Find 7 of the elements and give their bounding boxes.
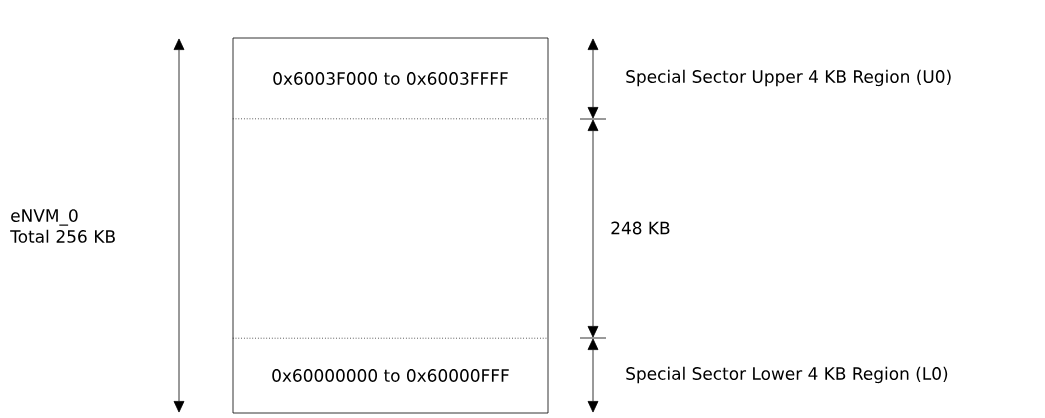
dimension-label: Special Sector Lower 4 KB Region (L0) [626,366,948,384]
dimension-label: Special Sector Upper 4 KB Region (U0) [626,69,951,87]
memory-region: 0x6003F000 to 0x6003FFFF [273,72,508,85]
dimension-label: 248 KB [611,221,670,235]
dimension-label: eNVM_0 Total 256 KB [10,209,115,243]
memory-region: 0x60000000 to 0x60000FFF [272,369,509,382]
memory-block [232,37,549,414]
